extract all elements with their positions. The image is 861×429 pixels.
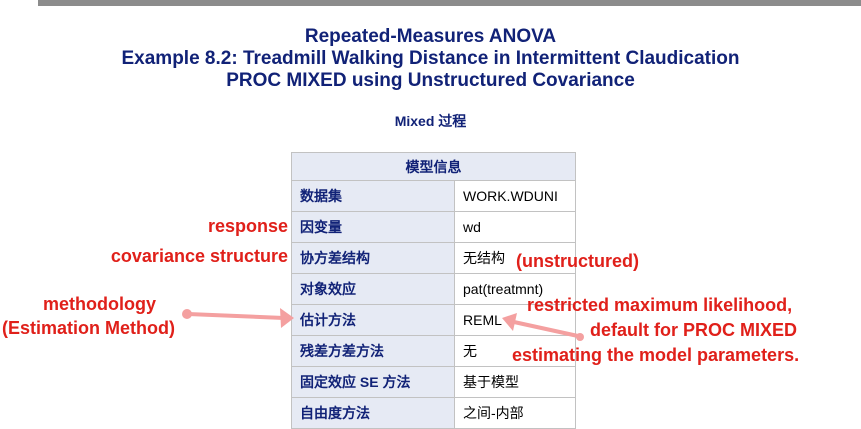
- annotation-reml-line-2: default for PROC MIXED: [590, 320, 798, 340]
- row-label-residual-variance-method: 残差方差方法: [291, 335, 455, 367]
- row-value-fixed-effects-se-method: 基于模型: [454, 366, 576, 398]
- row-value-subject-effect: pat(treatmnt): [454, 273, 576, 305]
- methodology-arrow-dot: [182, 309, 192, 319]
- reml-arrowhead: [502, 313, 517, 331]
- table-row: 残差方差方法 无: [291, 335, 576, 367]
- methodology-arrow-shaft: [186, 312, 286, 320]
- reml-arrow-shaft: [512, 320, 580, 338]
- table-row: 自由度方法 之间-内部: [291, 397, 576, 429]
- table-row: 数据集 WORK.WDUNI: [291, 180, 576, 212]
- row-label-dataset: 数据集: [291, 180, 455, 212]
- row-label-subject-effect: 对象效应: [291, 273, 455, 305]
- table-caption: 模型信息: [291, 152, 576, 181]
- annotation-estimation-method: (Estimation Method): [2, 318, 175, 338]
- report-titles: Repeated-Measures ANOVA Example 8.2: Tre…: [0, 26, 861, 92]
- annotation-unstructured: (unstructured): [516, 251, 639, 271]
- table-row: 协方差结构 无结构: [291, 242, 576, 274]
- row-value-residual-variance-method: 无: [454, 335, 576, 367]
- methodology-arrowhead: [280, 308, 294, 328]
- annotation-reml-line-3: estimating the model parameters.: [512, 345, 800, 365]
- row-value-degrees-of-freedom-method: 之间-内部: [454, 397, 576, 429]
- table-row: 对象效应 pat(treatmnt): [291, 273, 576, 305]
- annotation-covariance-structure: covariance structure: [110, 246, 288, 266]
- annotation-response: response: [207, 216, 288, 236]
- top-rule: [38, 0, 861, 6]
- table-row: 固定效应 SE 方法 基于模型: [291, 366, 576, 398]
- model-info-table: 模型信息 数据集 WORK.WDUNI 因变量 wd 协方差结构 无结构 对象效…: [291, 152, 576, 429]
- reml-arrow-dot: [576, 333, 584, 341]
- row-label-fixed-effects-se-method: 固定效应 SE 方法: [291, 366, 455, 398]
- annotation-reml-line-1: restricted maximum likelihood,: [527, 295, 793, 315]
- title-2: Example 8.2: Treadmill Walking Distance …: [121, 48, 740, 69]
- row-label-covariance-structure: 协方差结构: [291, 242, 455, 274]
- title-1: Repeated-Measures ANOVA: [304, 26, 557, 47]
- procedure-title: Mixed 过程: [394, 113, 467, 129]
- table-caption-row: 模型信息: [291, 152, 576, 181]
- title-3: PROC MIXED using Unstructured Covariance: [226, 70, 635, 91]
- row-label-degrees-of-freedom-method: 自由度方法: [291, 397, 455, 429]
- annotation-methodology: methodology: [43, 294, 156, 314]
